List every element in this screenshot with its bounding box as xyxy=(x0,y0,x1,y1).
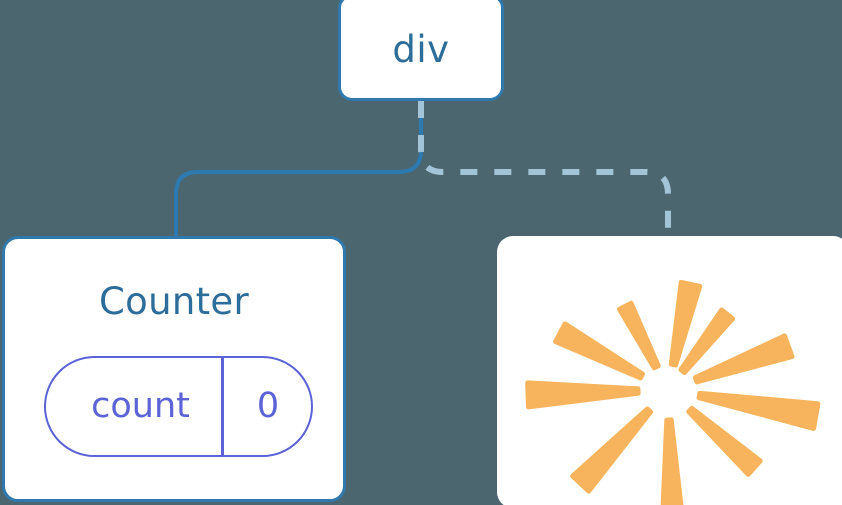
starburst-ray-2 xyxy=(678,307,736,375)
starburst-ray-7 xyxy=(570,406,653,494)
node-div[interactable]: div xyxy=(338,0,504,101)
starburst-icon xyxy=(525,279,821,505)
state-pill-key: count xyxy=(91,386,190,426)
starburst-ray-8 xyxy=(525,380,641,410)
connector-div-to-counter xyxy=(174,99,423,240)
starburst-ray-1 xyxy=(668,279,703,368)
state-pill-count[interactable]: count 0 xyxy=(44,356,313,457)
starburst-ray-3 xyxy=(692,333,795,385)
starburst-ray-5 xyxy=(686,405,763,477)
starburst-ray-10 xyxy=(617,300,661,371)
node-counter[interactable]: Counter count 0 xyxy=(2,236,346,502)
starburst-ray-9 xyxy=(553,321,645,381)
node-counter-label: Counter xyxy=(99,280,249,323)
starburst-ray-4 xyxy=(696,390,821,431)
state-pill-value: 0 xyxy=(256,386,280,426)
state-pill-divider xyxy=(221,358,224,455)
starburst-ray-6 xyxy=(660,417,684,505)
starburst-rays xyxy=(525,279,821,505)
connector-div-to-burst xyxy=(418,101,671,238)
node-burst[interactable] xyxy=(497,236,842,505)
node-div-label: div xyxy=(392,28,450,71)
